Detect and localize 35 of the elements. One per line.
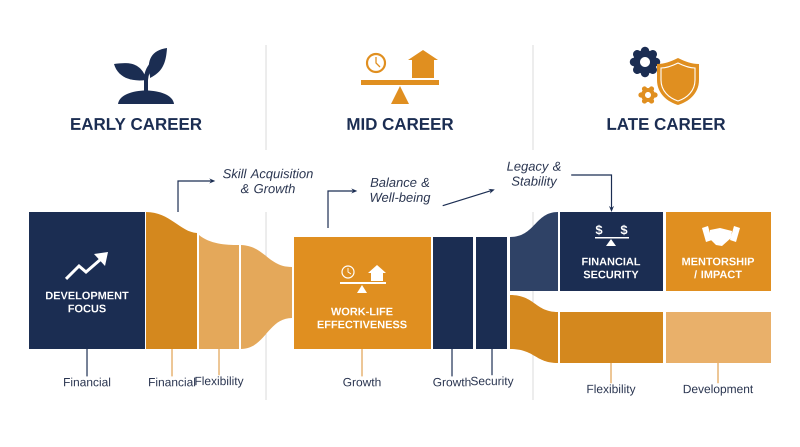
process-box: DEVELOPMENT FOCUS xyxy=(29,212,145,349)
category-label: Growth xyxy=(343,378,380,386)
leader-line xyxy=(218,349,220,376)
leader-line xyxy=(451,349,453,376)
bar xyxy=(476,237,507,349)
bar xyxy=(433,237,473,349)
category-label: Financial xyxy=(64,378,110,386)
category-label: Flexibility xyxy=(587,384,636,396)
category-label: Flexibility xyxy=(195,376,244,388)
process-box: $ $ FINANCIAL SECURITY xyxy=(560,212,663,291)
leader-line xyxy=(171,349,173,376)
stage-note: Legacy & Stability xyxy=(507,162,561,188)
leader-line xyxy=(610,363,612,384)
funnel-band xyxy=(241,245,292,349)
heading: MID CAREER xyxy=(348,118,454,130)
funnel-band xyxy=(199,235,239,349)
bar xyxy=(560,312,663,363)
leader-line xyxy=(361,349,363,376)
process-box: MENTORSHIP / IMPACT xyxy=(666,212,771,291)
category-label: Development xyxy=(684,384,754,396)
bar xyxy=(666,312,771,363)
stage-note: Balance & Well-being xyxy=(370,177,430,204)
leader-line xyxy=(491,349,493,376)
leader-line xyxy=(86,349,88,376)
heading: LATE CAREER xyxy=(608,118,726,130)
funnel-band xyxy=(146,212,197,349)
stage-note: Skill Acquisition & Growth xyxy=(223,168,313,194)
process-box: WORK-LIFE EFFECTIVENESS xyxy=(294,237,431,349)
heading: EARLY CAREER xyxy=(71,118,202,130)
category-label: Growth xyxy=(433,378,470,386)
leader-line xyxy=(717,363,719,384)
funnel-band xyxy=(510,212,558,291)
funnel-band xyxy=(510,295,558,363)
category-label: Security xyxy=(470,376,514,388)
category-label: Financial xyxy=(149,378,196,386)
